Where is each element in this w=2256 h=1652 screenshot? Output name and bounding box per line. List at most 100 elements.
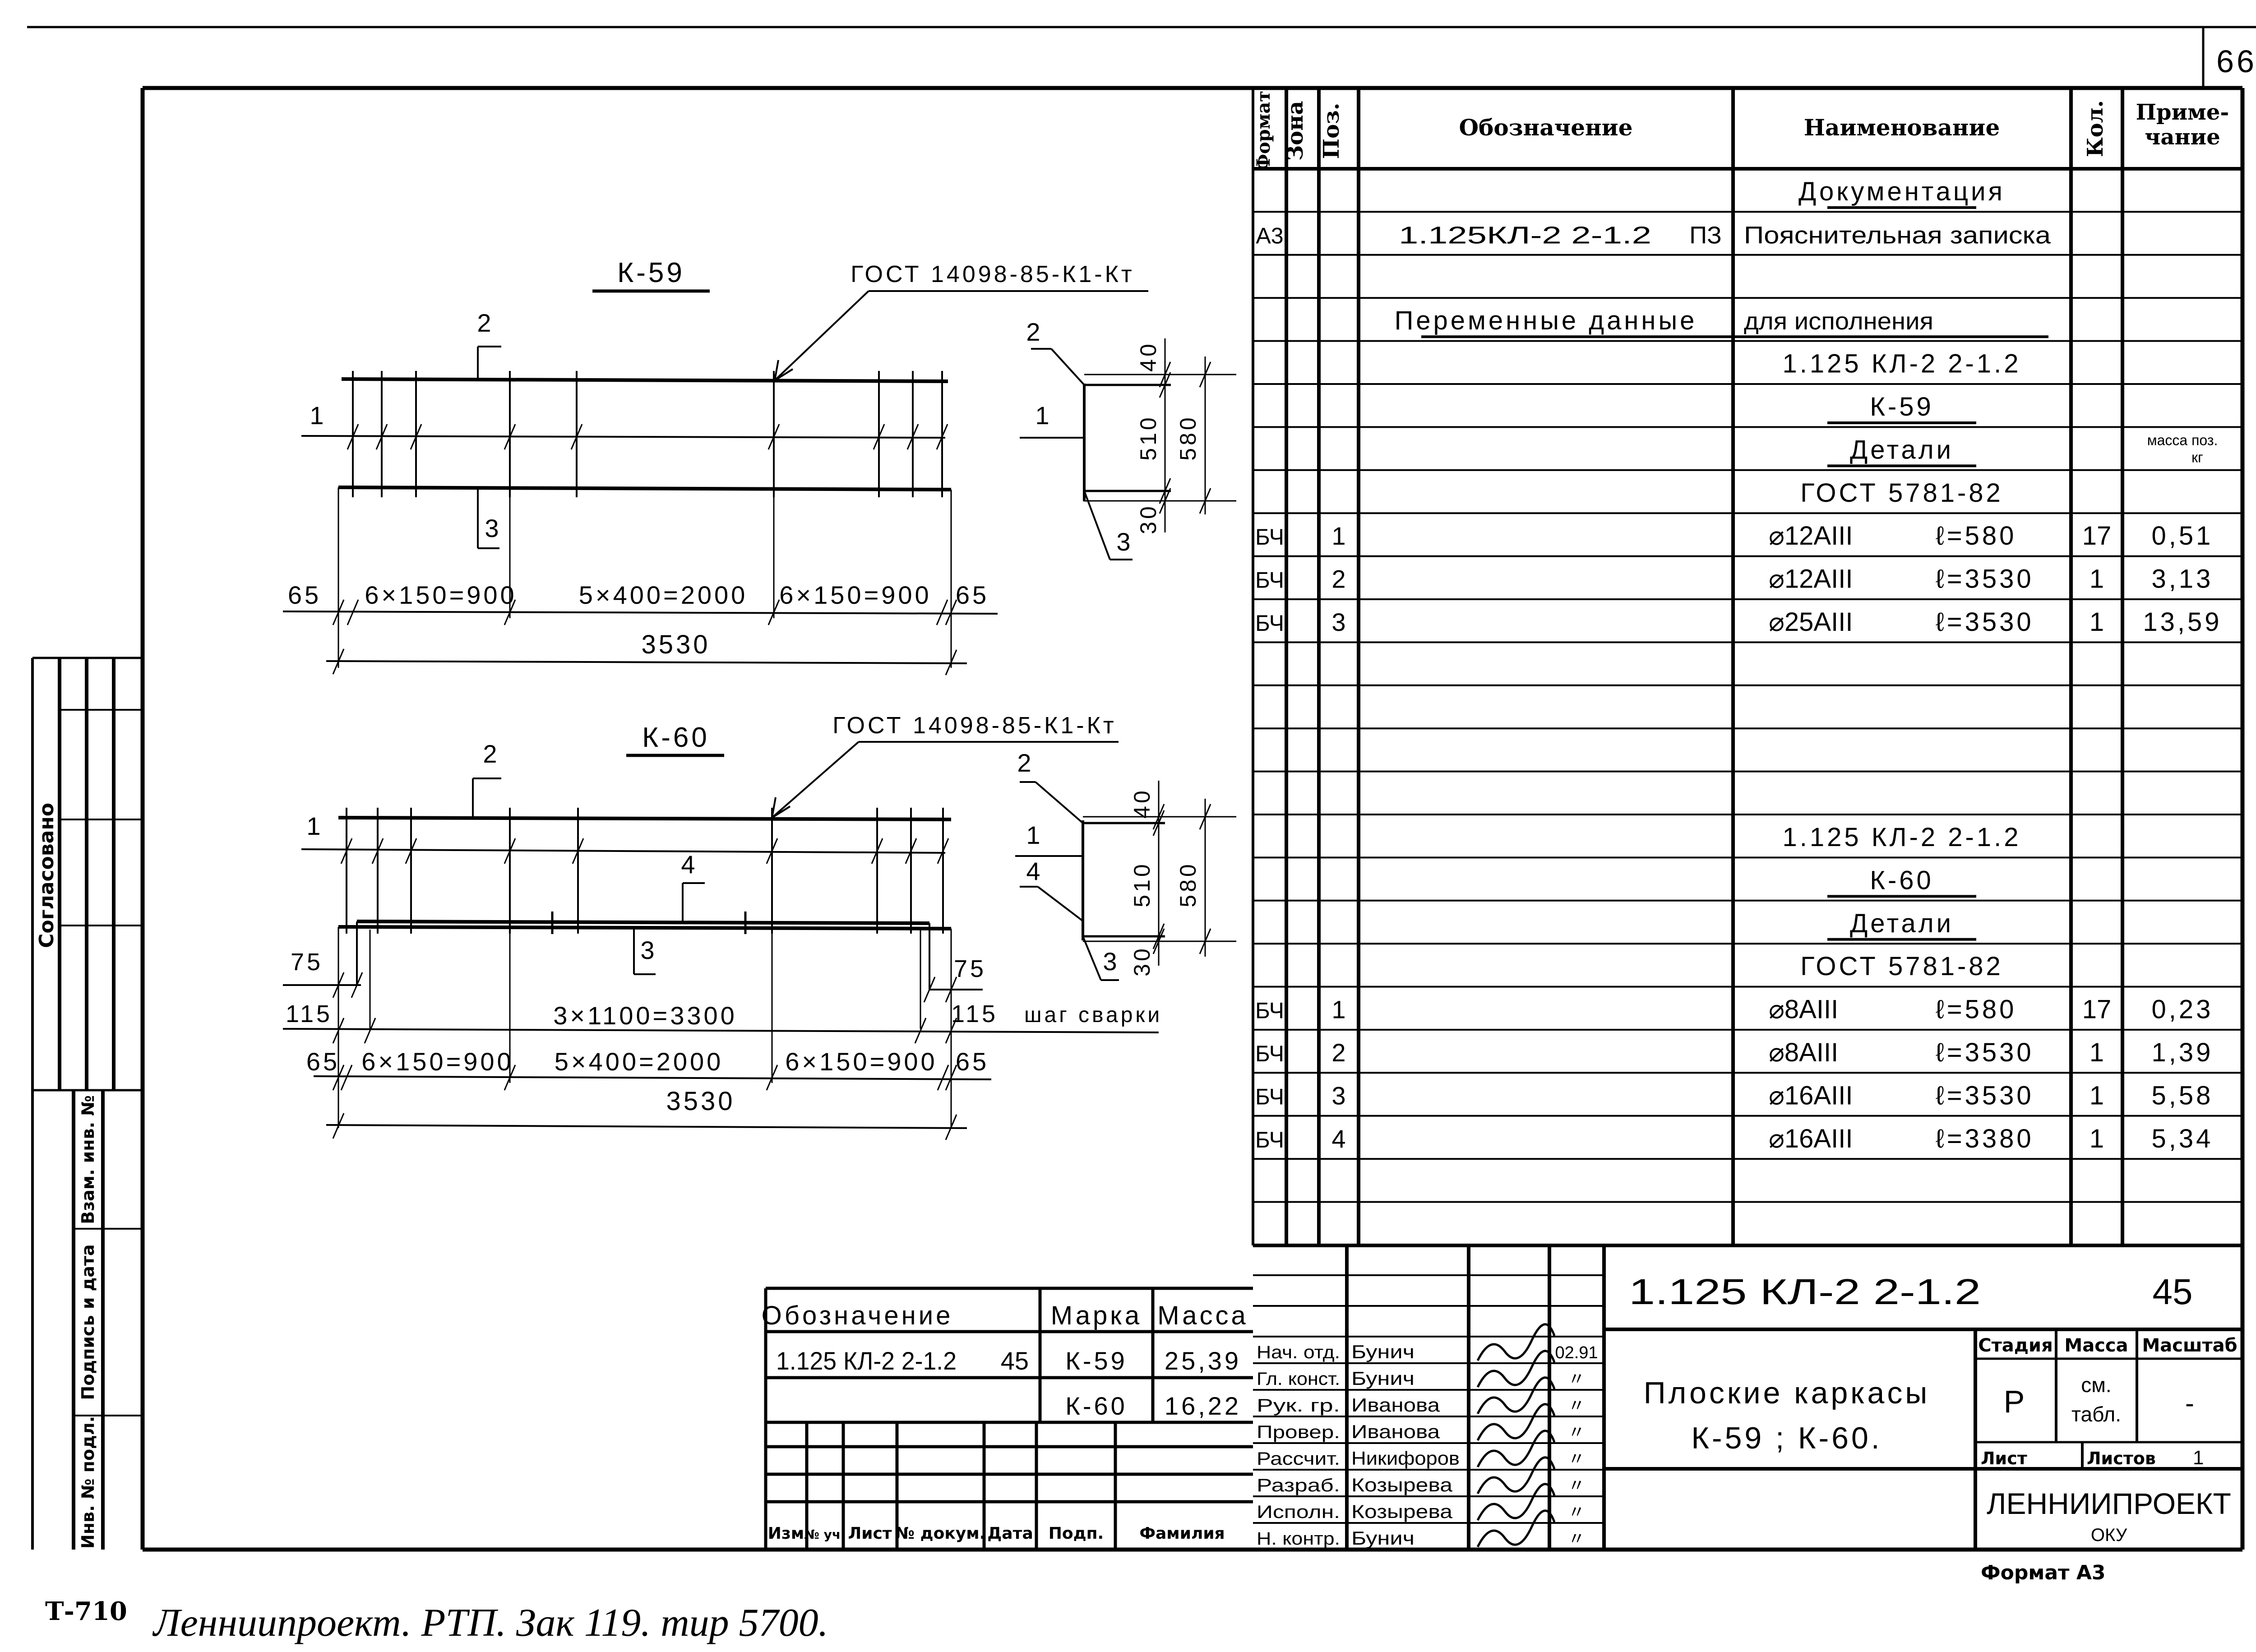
k60-section-dim: 40 bbox=[1129, 788, 1155, 819]
spec-qty-cell: 1 bbox=[2090, 1038, 2104, 1067]
mass-designation: 1.125 КЛ-2 2-1.2 bbox=[776, 1347, 957, 1375]
signature-scribble bbox=[1476, 1323, 1556, 1361]
signature-date: 〃 bbox=[1568, 1503, 1585, 1522]
spec-note-cell: 1,39 bbox=[2152, 1038, 2214, 1067]
k60-weld-dimension: 3×1100=3300 bbox=[553, 1001, 737, 1030]
spec-length-cell: ℓ=3530 bbox=[1936, 1038, 2034, 1067]
signature-date: 〃 bbox=[1568, 1370, 1585, 1389]
spec-header-note: чание bbox=[2145, 125, 2220, 150]
footer-print-note: Ленниипроект. РТП. Зак 119. тир 5700. bbox=[152, 1601, 828, 1645]
signature-scribble bbox=[1476, 1350, 1556, 1388]
dimension-tick bbox=[937, 1064, 949, 1091]
sheets-value: 1 bbox=[2193, 1447, 2204, 1469]
k60-section-pos: 1 bbox=[1026, 821, 1040, 849]
signature-scribble bbox=[1476, 1376, 1556, 1415]
k60-title: К-60 bbox=[642, 722, 710, 753]
spec-designation-suffix: ПЗ bbox=[1689, 222, 1721, 249]
spec-name-cell: Детали bbox=[1850, 435, 1954, 464]
k59-bar-1 bbox=[301, 435, 946, 439]
k60-pos-label: 4 bbox=[681, 850, 695, 879]
dimension-tick bbox=[945, 649, 957, 676]
mass-value: табл. bbox=[2071, 1402, 2121, 1426]
k60-section-dim: 580 bbox=[1175, 861, 1201, 907]
dimension-tick bbox=[504, 424, 516, 450]
dimension-tick bbox=[410, 424, 422, 450]
spec-header-note: Приме- bbox=[2136, 100, 2229, 125]
mass-mark: К-59 bbox=[1065, 1347, 1128, 1375]
signature-name: Бунич bbox=[1351, 1368, 1415, 1389]
margin-label-sign-date: Подпись и дата bbox=[78, 1244, 98, 1400]
mass-header-designation: Обозначение bbox=[762, 1301, 953, 1330]
dimension-tick bbox=[945, 976, 957, 1003]
spec-name-cell: Документация bbox=[1798, 177, 2005, 206]
revision-header: № докум. bbox=[895, 1524, 986, 1543]
k59-bar-2 bbox=[341, 377, 948, 383]
k59-gost-label: ГОСТ 14098-85-К1-Кт bbox=[851, 261, 1134, 287]
dimension-tick bbox=[871, 838, 883, 864]
spec-note-cell: масса поз. bbox=[2147, 432, 2218, 448]
spec-name-cell: для исполнения bbox=[1744, 308, 1933, 335]
k60-dimension: 75 bbox=[954, 955, 986, 982]
spec-pos-cell: 1 bbox=[1331, 995, 1345, 1024]
k59-section-dim: 40 bbox=[1136, 341, 1161, 372]
sheet-number: 66 bbox=[2216, 44, 2256, 79]
dimension-tick bbox=[914, 1018, 927, 1044]
spec-pos-cell: 3 bbox=[1331, 1081, 1345, 1110]
dimension-tick bbox=[405, 838, 417, 864]
signature-date: 〃 bbox=[1568, 1476, 1585, 1495]
dimension-line bbox=[282, 1028, 1159, 1033]
spec-name-cell: 1.125 КЛ-2 2-1.2 bbox=[1783, 349, 2021, 379]
signature-scribble bbox=[1476, 1483, 1556, 1521]
signature-role: Рук. гр. bbox=[1257, 1396, 1340, 1416]
dimension-line bbox=[326, 1124, 967, 1129]
signature-scribble bbox=[1476, 1403, 1556, 1441]
spec-pos-cell: 3 bbox=[1331, 608, 1345, 636]
k60-bar-4 bbox=[356, 920, 930, 925]
revision-header: № уч. bbox=[804, 1527, 846, 1542]
spec-bar-cell: ⌀8АIII bbox=[1769, 1038, 1838, 1067]
leader-line bbox=[1083, 491, 1111, 560]
signature-role: Н. контр. bbox=[1257, 1529, 1340, 1549]
spec-header-zone: Зона bbox=[1283, 101, 1308, 161]
signature-scribble bbox=[1476, 1509, 1556, 1548]
k59-dimension: 6×150=900 bbox=[365, 581, 517, 609]
dimension-tick bbox=[572, 838, 584, 864]
revision-header: Подп. bbox=[1049, 1524, 1104, 1543]
k59-dimension: 6×150=900 bbox=[779, 581, 931, 609]
dimension-tick bbox=[945, 599, 957, 625]
signature-date: 〃 bbox=[1568, 1530, 1585, 1549]
dimension-tick bbox=[504, 838, 516, 864]
spec-format-cell: БЧ bbox=[1255, 568, 1284, 593]
mass-value: 25,39 bbox=[1165, 1347, 1241, 1375]
signature-date: 〃 bbox=[1568, 1397, 1585, 1416]
dimension-tick bbox=[371, 838, 384, 864]
dimension-tick bbox=[1199, 488, 1211, 514]
dimension-tick bbox=[906, 424, 919, 450]
k60-dimension: 65 bbox=[306, 1047, 340, 1076]
spec-name-cell: К-59 bbox=[1870, 392, 1934, 421]
k60-bar-3 bbox=[338, 925, 952, 930]
k59-pos-label: 1 bbox=[310, 401, 324, 430]
leader-line bbox=[1037, 886, 1084, 922]
k60-dimension: 6×150=900 bbox=[361, 1047, 513, 1076]
dimension-tick bbox=[570, 424, 583, 450]
dimension-line bbox=[326, 660, 967, 664]
spec-pos-cell: 1 bbox=[1331, 522, 1345, 550]
k60-bar-1 bbox=[301, 848, 946, 854]
drawing-name: К-59 ; К-60. bbox=[1691, 1421, 1882, 1455]
frame-lines bbox=[27, 26, 2256, 1552]
dimension-tick bbox=[332, 599, 345, 625]
scale-label: Масштаб bbox=[2142, 1335, 2237, 1356]
k59-pos-label: 2 bbox=[477, 309, 491, 337]
dimension-tick bbox=[1152, 928, 1165, 954]
spec-designation-cell: 1.125КЛ-2 2-1.2 bbox=[1399, 222, 1651, 249]
signature-role: Исполн. bbox=[1257, 1502, 1340, 1522]
spec-header-pos: Поз. bbox=[1319, 103, 1344, 159]
spec-bar-cell: ⌀12АIII bbox=[1769, 565, 1853, 594]
spec-format-cell: БЧ bbox=[1255, 1127, 1284, 1152]
spec-qty-cell: 1 bbox=[2090, 607, 2104, 637]
arrow-head bbox=[774, 368, 794, 381]
spec-header-designation: Обозначение bbox=[1459, 114, 1632, 141]
dimension-tick bbox=[873, 424, 885, 450]
spec-name-cell: ГОСТ 5781-82 bbox=[1800, 478, 2003, 508]
